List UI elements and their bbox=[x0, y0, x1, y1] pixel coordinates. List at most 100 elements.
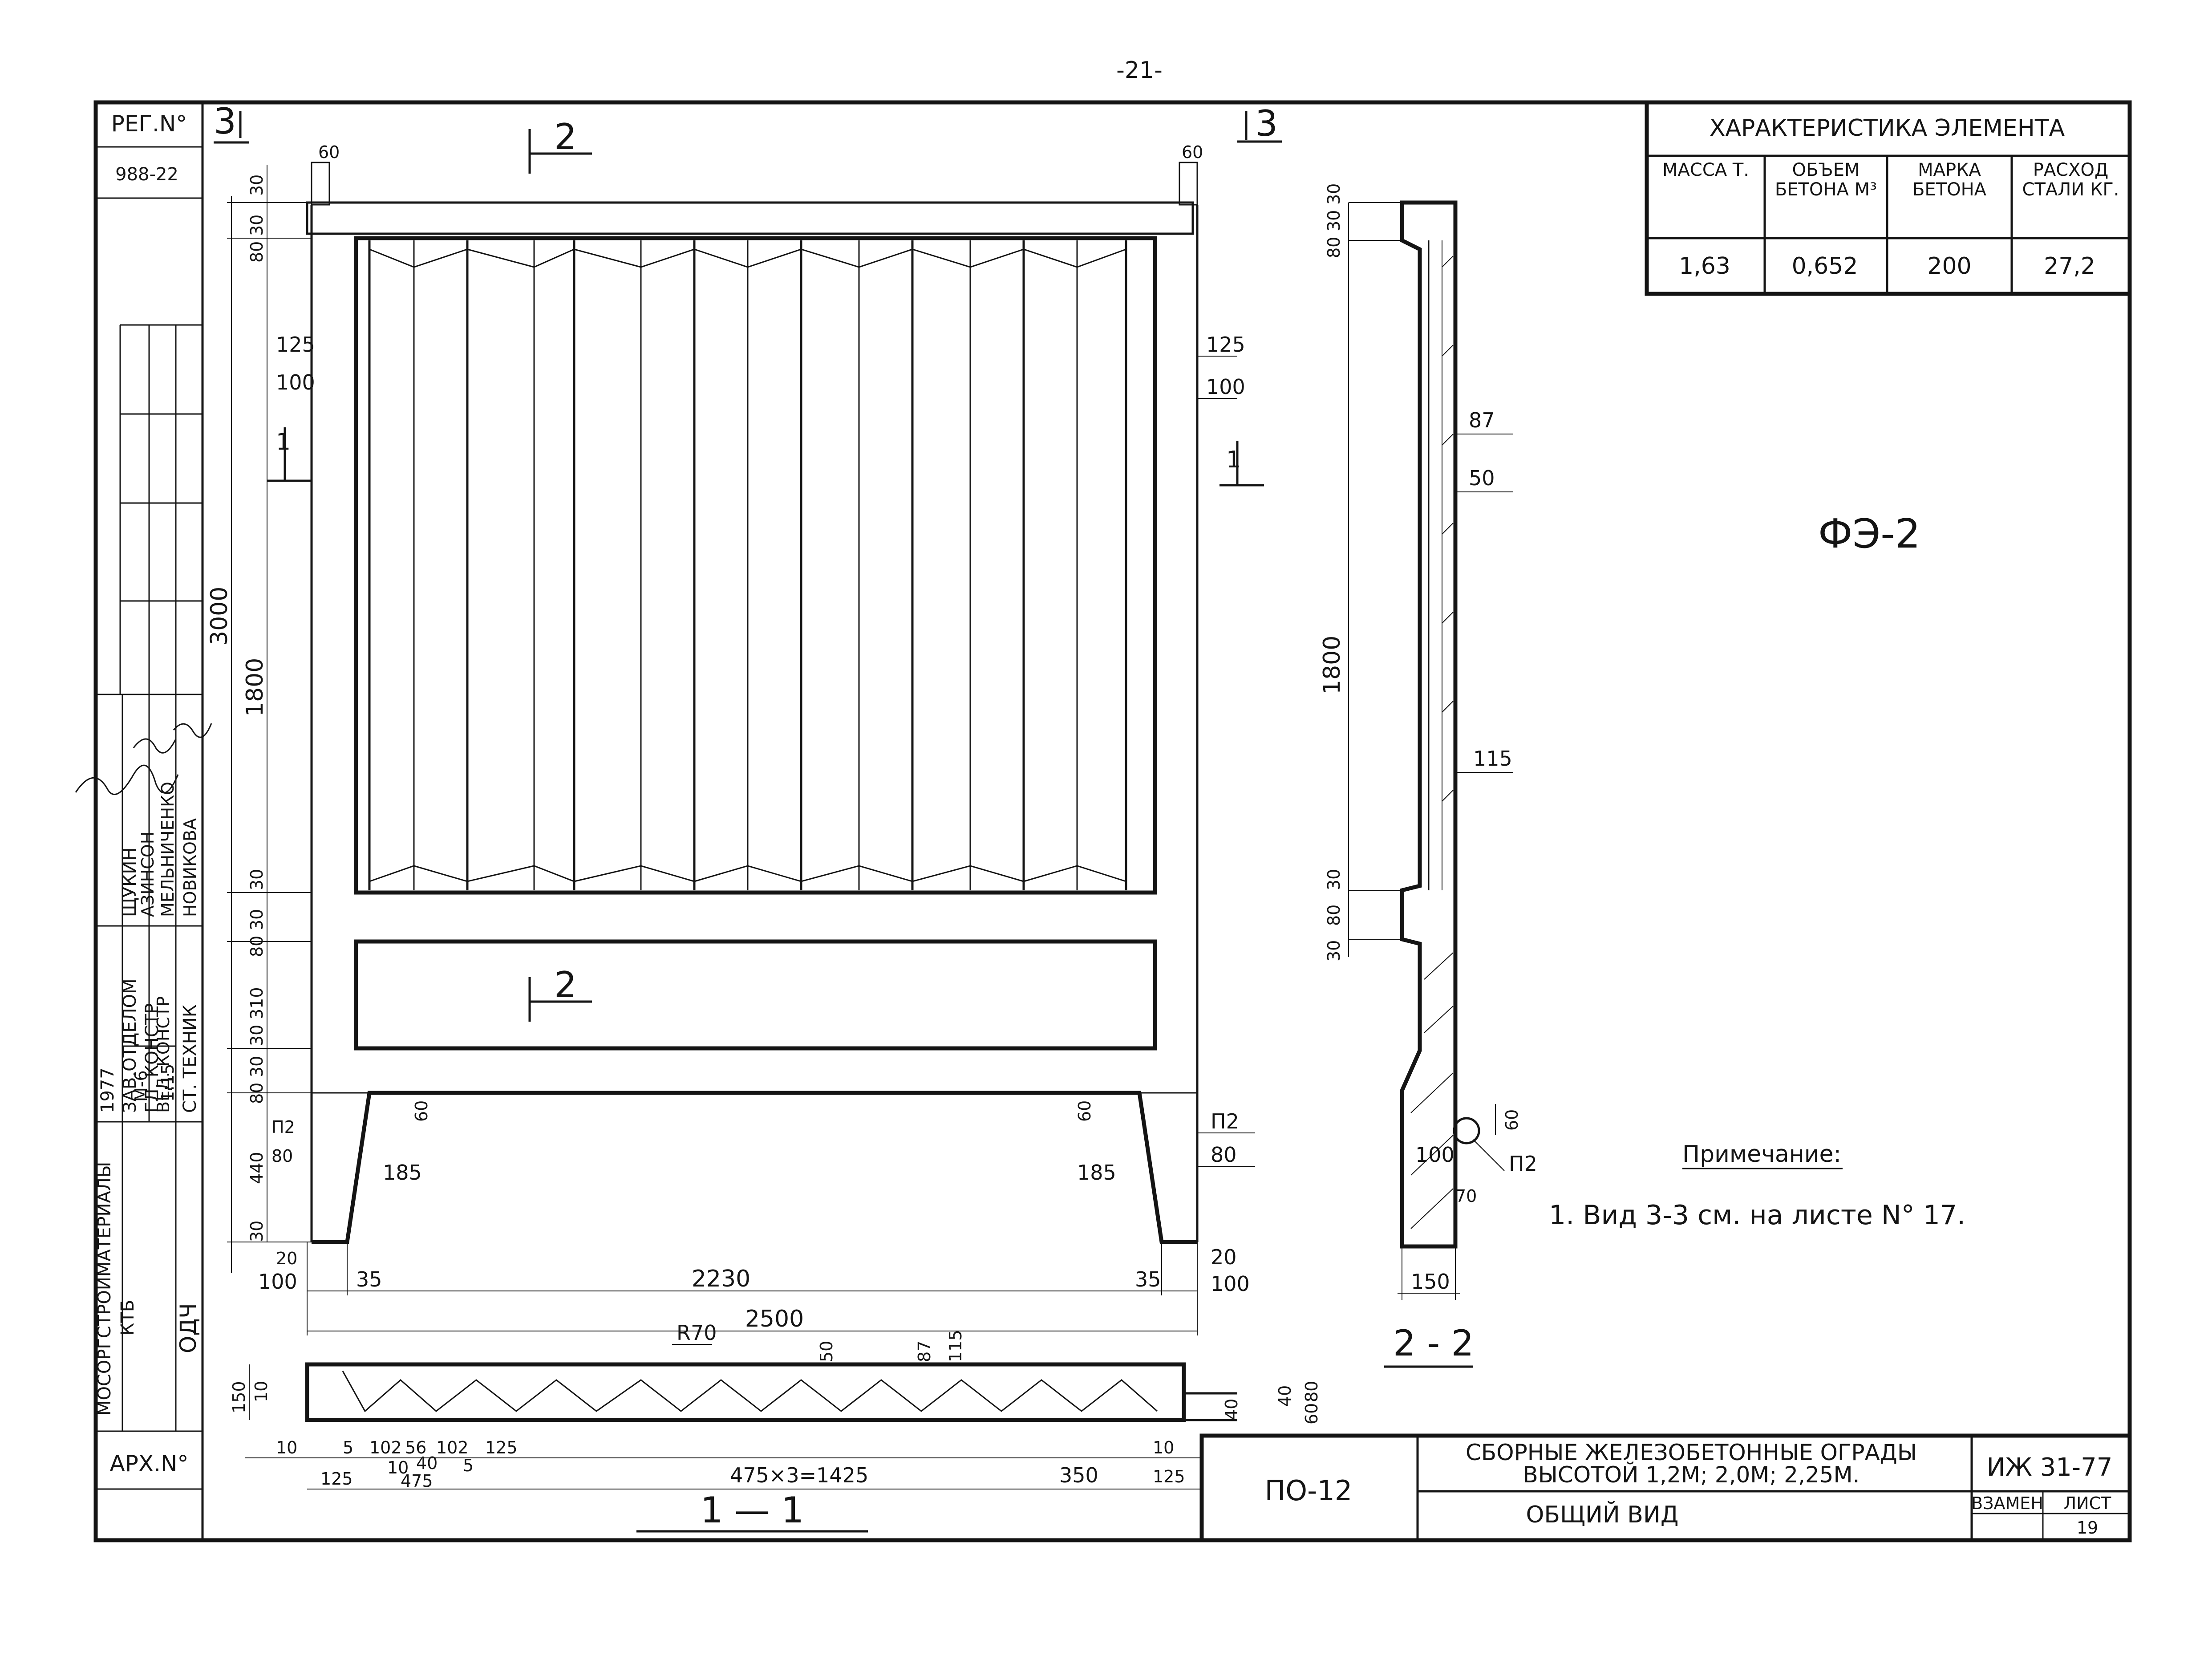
top-rail bbox=[306, 201, 1194, 235]
s11-dim-b5: 102 bbox=[436, 1438, 469, 1457]
role-3: ВЕД. КОНСТР bbox=[154, 996, 173, 1113]
dim-left-4: 125 bbox=[276, 333, 315, 357]
dim-left-p2: П2 bbox=[271, 1117, 295, 1137]
dim-right-p2: П2 bbox=[1211, 1109, 1239, 1133]
s22-dim-15: 150 bbox=[1411, 1270, 1450, 1294]
role-2: ГЛ. КОНСТР bbox=[142, 1003, 162, 1113]
s11-dim-left-1: 150 bbox=[229, 1381, 249, 1413]
s22-dim-14: 70 bbox=[1455, 1186, 1477, 1206]
dim-left-13: 30 bbox=[247, 1056, 267, 1077]
section-mark-3-right: 3 bbox=[1255, 103, 1278, 144]
base-beam bbox=[312, 1091, 1197, 1244]
top-small-dim-left: 60 bbox=[318, 142, 340, 162]
section-1-1-profile bbox=[342, 1371, 1158, 1412]
dim-left-14: 80 bbox=[247, 1083, 267, 1104]
dim-right-5: 20 bbox=[1211, 1245, 1237, 1269]
dim-left-16: 30 bbox=[247, 1221, 267, 1242]
post-cap-left bbox=[311, 162, 330, 206]
s22-dim-10: 30 bbox=[1324, 940, 1344, 962]
dim-left-9: 30 bbox=[247, 909, 267, 930]
dim-left-8: 30 bbox=[247, 869, 267, 890]
s22-dim-1: 30 bbox=[1324, 183, 1344, 205]
section-2-2-view: 30 30 80 87 50 1800 115 30 80 30 60 100 … bbox=[1319, 183, 1537, 1368]
tb-title-line2: ВЫСОТОЙ 1,2М; 2,0М; 2,25М. bbox=[1523, 1461, 1860, 1488]
signature-scribble-2 bbox=[133, 738, 177, 754]
leg-label-2: 185 bbox=[383, 1161, 422, 1185]
left-strip: РЕГ.N° 988-22 МОСОРГСТРОЙМАТЕРИАЛЫ КТБ О… bbox=[75, 111, 212, 1490]
note-title: Примечание: bbox=[1682, 1141, 1841, 1168]
char-header-mass: МАССА Т. bbox=[1662, 160, 1749, 180]
tb-replace-label: ВЗАМЕН bbox=[1971, 1493, 2043, 1513]
section-mark-1-left: 1 bbox=[276, 429, 291, 455]
org-name: МОСОРГСТРОЙМАТЕРИАЛЫ bbox=[93, 1162, 115, 1416]
s22-dim-2: 30 bbox=[1324, 210, 1344, 231]
dim-left-18: 80 bbox=[271, 1146, 293, 1166]
characteristics-table: ХАРАКТЕРИСТИКА ЭЛЕМЕНТА МАССА Т. ОБЪЕМ Б… bbox=[1645, 100, 2132, 296]
page-number: -21- bbox=[1116, 57, 1163, 84]
arch-label: АРХ.N° bbox=[110, 1451, 189, 1477]
s22-dim-9: 80 bbox=[1324, 905, 1344, 926]
char-header-volume: ОБЪЕМ БЕТОНА М³ bbox=[1774, 160, 1877, 200]
s11-dim-b12: 475×3=1425 bbox=[730, 1463, 868, 1487]
scale: 1:15 bbox=[158, 1064, 178, 1102]
dim-left-12: 30 bbox=[247, 1025, 267, 1046]
section-1-1-view: R70 50 87 115 150 10 40 40 80 60 10 5 10… bbox=[229, 1321, 1321, 1533]
s11-dim-right-3: 80 bbox=[1302, 1381, 1321, 1402]
s11-dim-right-2: 40 bbox=[1275, 1385, 1295, 1407]
leg-label-4: 185 bbox=[1077, 1161, 1116, 1185]
dim-left-2: 30 bbox=[247, 215, 267, 236]
top-small-dim-right: 60 bbox=[1182, 142, 1203, 162]
s11-dim-b11: 5 bbox=[463, 1456, 474, 1475]
signature-scribble-3 bbox=[173, 723, 212, 738]
s22-dim-4: 87 bbox=[1469, 408, 1495, 432]
char-table-title: ХАРАКТЕРИСТИКА ЭЛЕМЕНТА bbox=[1710, 115, 2065, 142]
role-4: СТ. ТЕХНИК bbox=[180, 1005, 200, 1113]
note-text: 1. Вид 3-3 см. на листе N° 17. bbox=[1549, 1200, 1965, 1231]
section-mark-1-right: 1 bbox=[1226, 446, 1241, 473]
upper-ribbed-panel bbox=[354, 236, 1157, 895]
dim-left-3: 80 bbox=[247, 241, 267, 263]
s11-dim-b2: 5 bbox=[343, 1438, 353, 1457]
name-3: МЕЛЬНИЧЕНКО bbox=[158, 782, 178, 917]
char-value-grade: 200 bbox=[1927, 253, 1971, 280]
name-2: АЗИНСОН bbox=[138, 832, 158, 917]
signature-scribble-1 bbox=[75, 764, 179, 795]
element-mark: ФЭ-2 bbox=[1818, 511, 1920, 557]
title-block: ПО-12 СБОРНЫЕ ЖЕЛЕЗОБЕТОННЫЕ ОГРАДЫ ВЫСО… bbox=[1199, 1433, 2132, 1542]
dim-left-19: 20 bbox=[276, 1249, 297, 1268]
s11-dim-b8: 10 bbox=[387, 1458, 409, 1477]
sheet-frame bbox=[93, 100, 2132, 1542]
reg-value: 988-22 bbox=[115, 164, 178, 185]
s22-dim-p2: П2 bbox=[1509, 1152, 1537, 1176]
dept: ОДЧ bbox=[175, 1303, 201, 1353]
year: 1977 bbox=[97, 1067, 118, 1113]
section-mark-2-top: 2 bbox=[554, 116, 577, 158]
post-cap-right bbox=[1179, 162, 1198, 206]
s22-dim-3: 80 bbox=[1324, 237, 1344, 258]
dim-right-2: 100 bbox=[1206, 375, 1245, 399]
s11-dim-b3: 102 bbox=[369, 1438, 402, 1457]
bolt-detail bbox=[1453, 1117, 1480, 1144]
dim-left-panel: 1800 bbox=[242, 658, 268, 717]
dim-left-15: 440 bbox=[247, 1152, 267, 1184]
section-1-1-outline bbox=[305, 1362, 1186, 1422]
s11-dim-left-2: 10 bbox=[251, 1381, 271, 1402]
char-header-steel: РАСХОД СТАЛИ КГ. bbox=[2022, 160, 2119, 200]
s22-dim-7: 115 bbox=[1473, 747, 1512, 771]
dim-left-10: 80 bbox=[247, 936, 267, 957]
dim-left-overall: 3000 bbox=[206, 587, 233, 645]
lower-plain-panel bbox=[354, 939, 1157, 1051]
s11-dim-b10: 475 bbox=[401, 1471, 433, 1491]
dim-left-11: 310 bbox=[247, 987, 267, 1019]
s22-dim-8: 30 bbox=[1324, 869, 1344, 890]
tb-sheet-label: ЛИСТ bbox=[2064, 1493, 2112, 1513]
leg-label-3: 60 bbox=[1075, 1100, 1094, 1122]
s11-dim-top-3: 87 bbox=[915, 1341, 934, 1362]
s11-dim-right-1: 40 bbox=[1222, 1399, 1241, 1420]
org-sub: КТБ bbox=[117, 1300, 138, 1335]
tb-title-line1: СБОРНЫЕ ЖЕЛЕЗОБЕТОННЫЕ ОГРАДЫ bbox=[1466, 1440, 1917, 1465]
dim-bottom-2: 2230 bbox=[692, 1266, 750, 1292]
char-header-grade: МАРКА БЕТОНА bbox=[1912, 160, 1987, 200]
s22-dim-5: 50 bbox=[1469, 466, 1495, 490]
